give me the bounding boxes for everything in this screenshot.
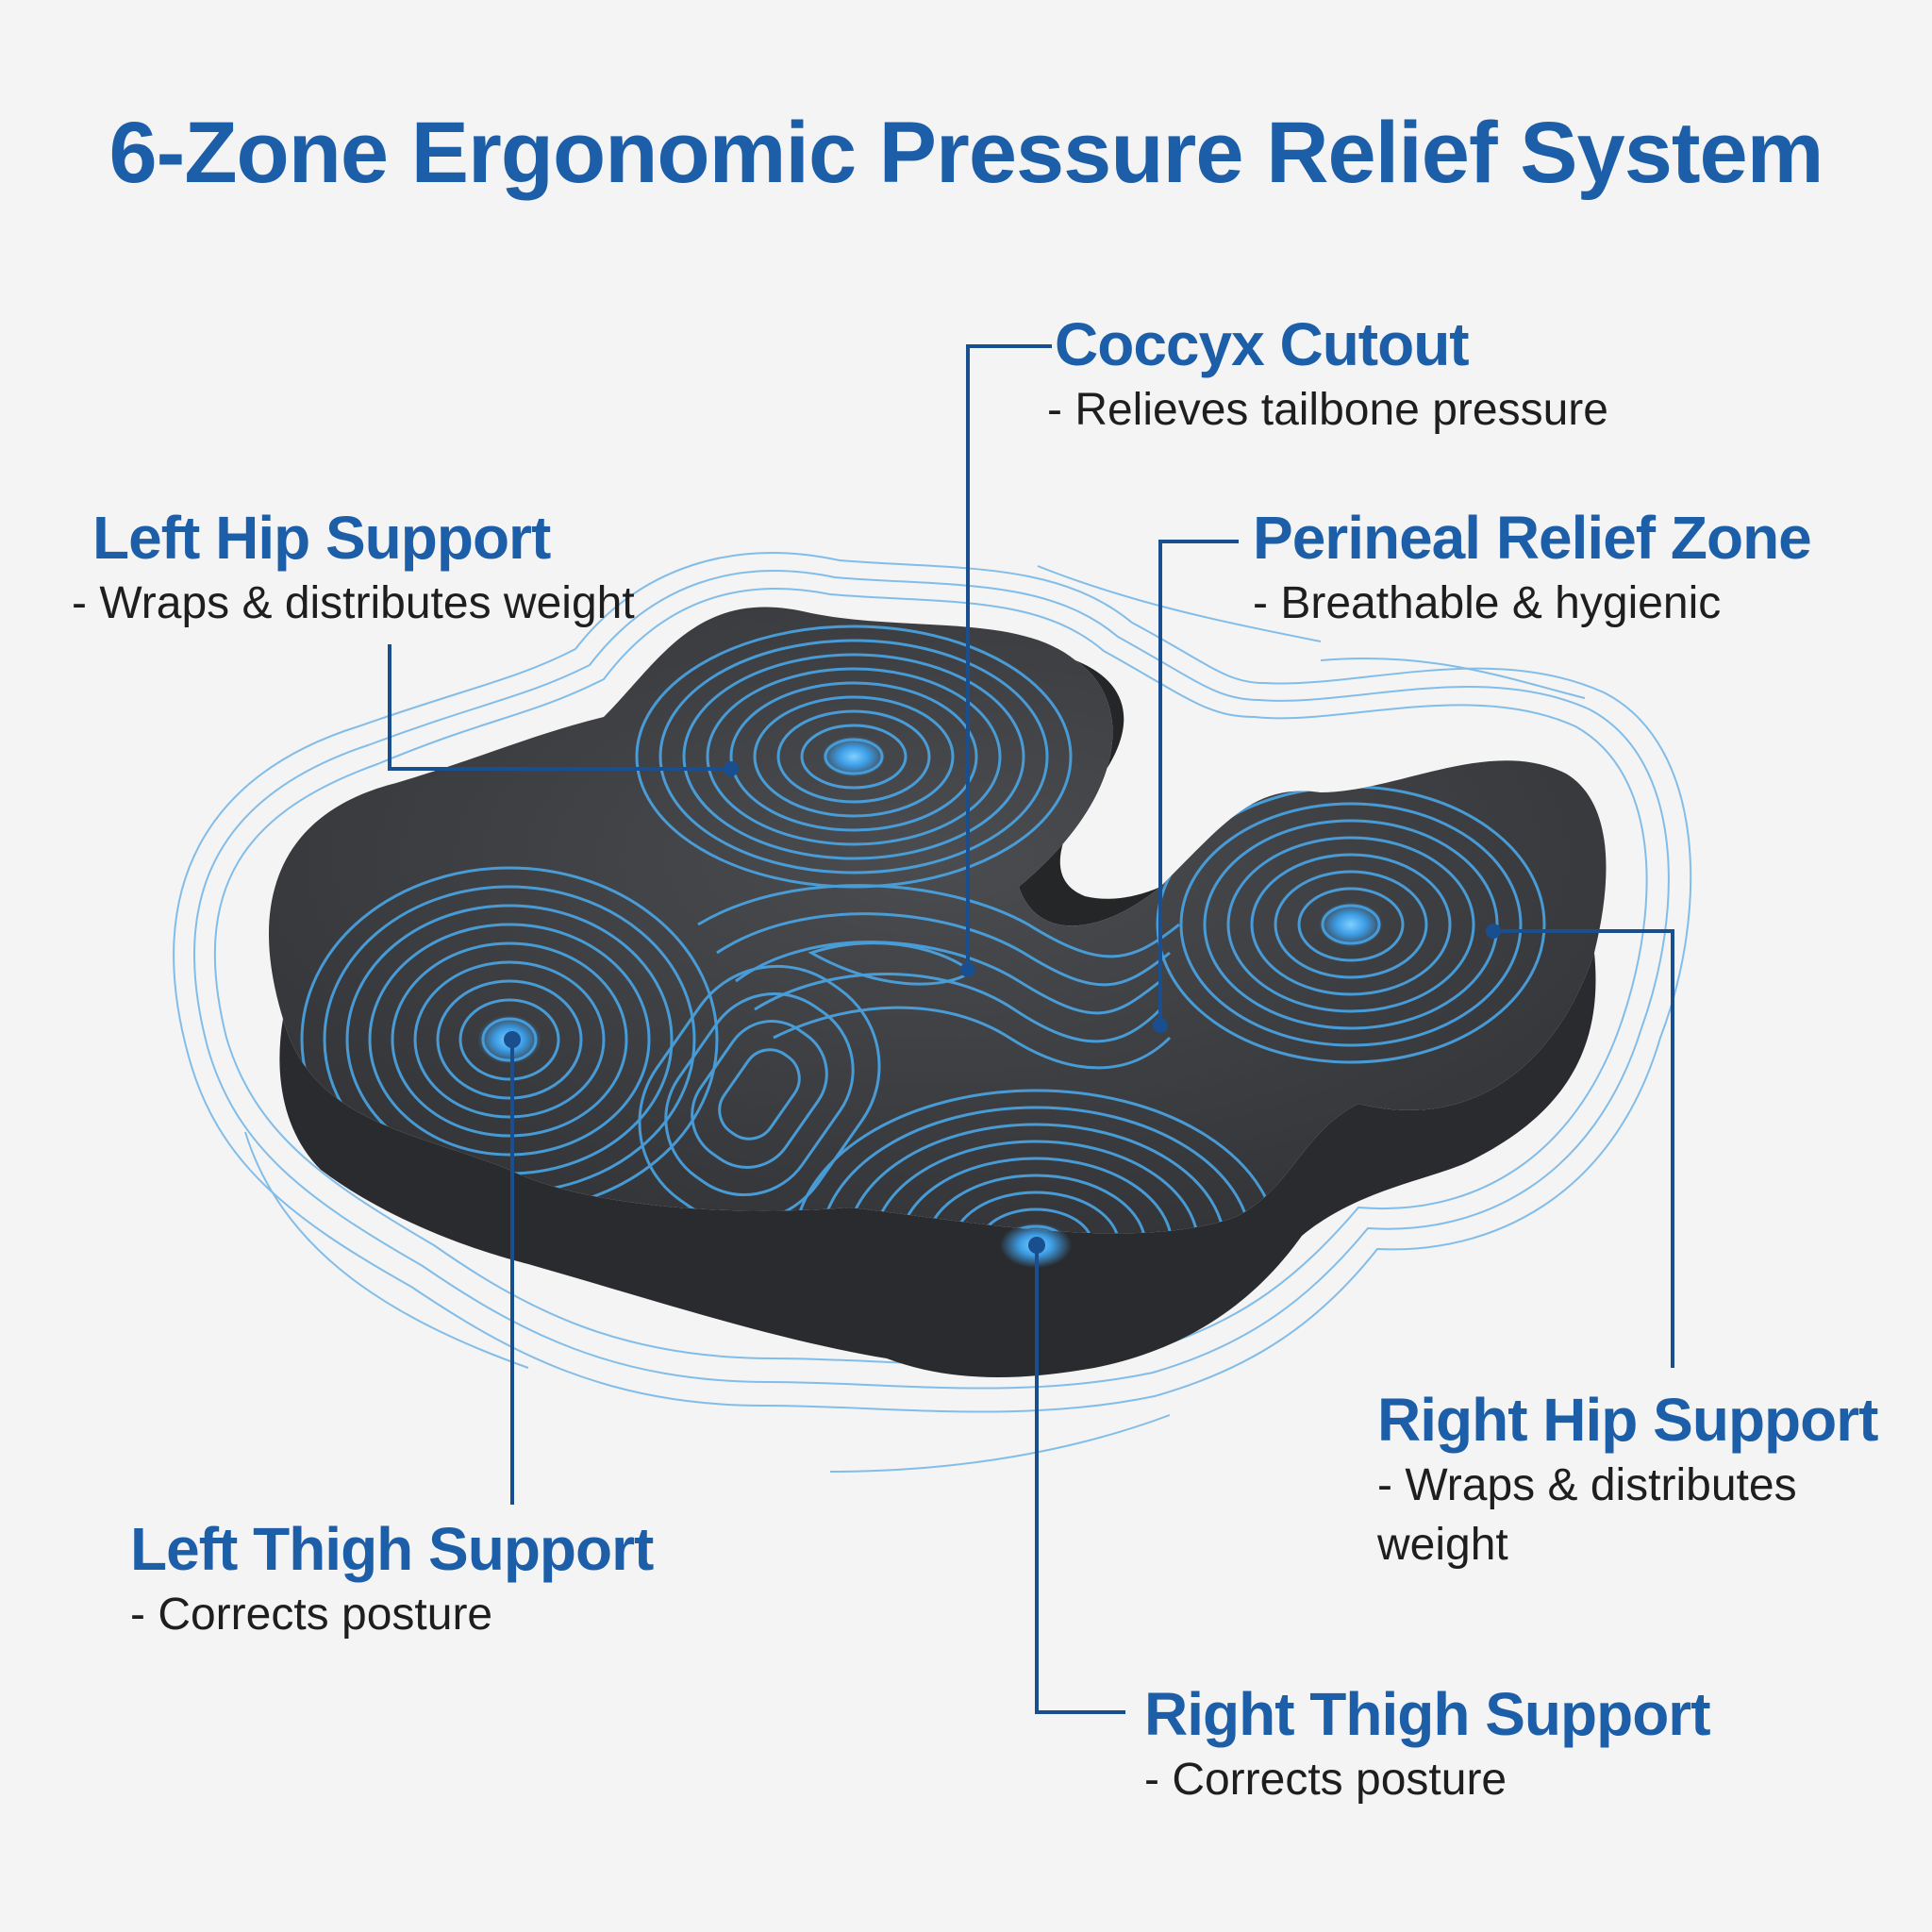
zone-right-thigh-desc: - Corrects posture (1144, 1755, 1507, 1806)
zone-left-hip: Left Hip Support - Wraps & distributes w… (72, 505, 635, 634)
page-title: 6-Zone Ergonomic Pressure Relief System (108, 105, 1824, 201)
zone-left-thigh: Left Thigh Support - Corrects posture (130, 1515, 654, 1645)
leader-dots (504, 761, 1501, 1254)
leader-perineal (1158, 540, 1239, 1025)
zone-left-thigh-name: Left Thigh Support (130, 1515, 654, 1583)
zone-coccyx-desc: - Relieves tailbone pressure (1047, 385, 1608, 436)
leader-lines (388, 344, 1674, 1714)
zone-perineal-name: Perineal Relief Zone (1253, 504, 1812, 572)
zone-right-thigh-name: Right Thigh Support (1144, 1680, 1710, 1748)
zone-coccyx-name: Coccyx Cutout (1055, 310, 1470, 378)
contour-center (638, 964, 881, 1224)
zone-right-thigh: Right Thigh Support - Corrects posture (1144, 1681, 1710, 1810)
cushion-side (279, 953, 1596, 1377)
zone-right-hip-name: Right Hip Support (1377, 1386, 1878, 1454)
zone-left-hip-desc: - Wraps & distributes weight (72, 578, 635, 629)
leader-right-thigh (1035, 1245, 1125, 1714)
leader-coccyx (966, 344, 1052, 970)
leader-right-hip (1493, 929, 1674, 1368)
zone-right-hip: Right Hip Support - Wraps & distributes … (1377, 1386, 1878, 1574)
zone-left-hip-name: Left Hip Support (92, 504, 551, 572)
leader-left-hip (388, 644, 731, 771)
zone-perineal-desc: - Breathable & hygienic (1253, 578, 1722, 629)
zone-perineal: Perineal Relief Zone - Breathable & hygi… (1253, 504, 1812, 634)
zone-right-hip-desc: - Wraps & distributes weight (1377, 1460, 1797, 1570)
zone-left-thigh-desc: - Corrects posture (130, 1590, 493, 1641)
zone-coccyx: Coccyx Cutout - Relieves tailbone pressu… (1047, 310, 1608, 441)
outer-contour-lines (173, 552, 1692, 1473)
